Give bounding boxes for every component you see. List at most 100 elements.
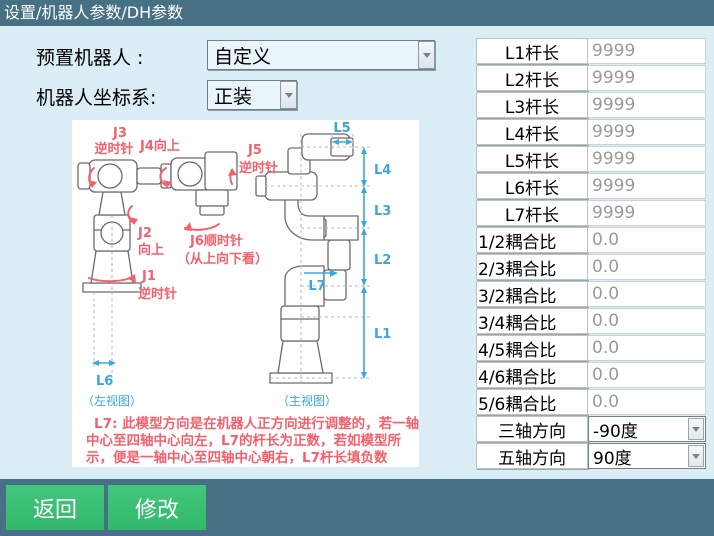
param-value-input[interactable]: 9999 bbox=[588, 146, 706, 172]
diagram-label-j5: J5 bbox=[247, 143, 262, 158]
diagram-label-l2: L2 bbox=[374, 253, 391, 268]
param-value-input[interactable]: 0.0 bbox=[588, 362, 706, 388]
param-value-input[interactable]: 0.0 bbox=[588, 308, 706, 334]
diagram-label-l6: L6 bbox=[96, 374, 113, 389]
param-select-cell[interactable]: 90度 bbox=[588, 443, 706, 469]
diagram-label-j3: J3 bbox=[112, 126, 127, 141]
param-name-cell: L5杆长 bbox=[476, 146, 588, 172]
diagram-view-front-label: （主视图） bbox=[277, 393, 337, 408]
param-name-cell: L6杆长 bbox=[476, 173, 588, 199]
param-value-input[interactable]: 0.0 bbox=[588, 281, 706, 307]
param-value-input[interactable]: 9999 bbox=[588, 173, 706, 199]
coordinate-system-row: 机器人坐标系: bbox=[36, 80, 156, 112]
preset-robot-select[interactable]: 自定义 bbox=[207, 40, 435, 70]
param-value-input[interactable]: 9999 bbox=[588, 65, 706, 91]
back-button[interactable]: 返回 bbox=[6, 485, 104, 530]
diagram-label-j2: J2 bbox=[137, 226, 152, 241]
preset-form: 预置机器人 : 自定义 机器人坐标系: 正装 bbox=[0, 26, 460, 116]
param-name-cell: L2杆长 bbox=[476, 65, 588, 91]
param-value-text: 0.0 bbox=[592, 338, 620, 358]
param-value-input[interactable]: 9999 bbox=[588, 38, 706, 64]
chevron-down-glyph bbox=[692, 453, 700, 459]
param-value-input[interactable]: 9999 bbox=[588, 200, 706, 226]
param-name-cell: L1杆长 bbox=[476, 38, 588, 64]
diagram-label-l1: L1 bbox=[374, 327, 391, 342]
modify-button[interactable]: 修改 bbox=[108, 485, 206, 530]
coordinate-system-select[interactable]: 正装 bbox=[207, 80, 297, 110]
param-name-cell: L4杆长 bbox=[476, 119, 588, 145]
chevron-down-glyph bbox=[284, 92, 293, 98]
param-value-text: 0.0 bbox=[592, 311, 620, 331]
table-row: 三轴方向-90度 bbox=[476, 416, 706, 442]
diagram-view-left-label: （左视图） bbox=[82, 393, 142, 408]
param-value-text: 9999 bbox=[592, 176, 636, 196]
param-name-cell: 2/3耦合比 bbox=[476, 254, 588, 280]
param-name-cell: L7杆长 bbox=[476, 200, 588, 226]
param-value-text: 9999 bbox=[592, 149, 636, 169]
page-title: 设置/机器人参数/DH参数 bbox=[0, 0, 714, 26]
param-name-cell: 1/2耦合比 bbox=[476, 227, 588, 253]
chevron-down-glyph bbox=[422, 52, 431, 58]
chevron-down-icon[interactable] bbox=[688, 418, 704, 440]
diagram-note-line1: L7: 此模型方向是在机器人正方向进行调整的，若一轴 bbox=[94, 415, 419, 432]
chevron-down-icon[interactable] bbox=[418, 41, 435, 69]
param-value-text: 0.0 bbox=[592, 392, 620, 412]
param-name-cell: 三轴方向 bbox=[476, 416, 588, 442]
diagram-label-j4: J4向上 bbox=[139, 138, 180, 154]
param-value-input[interactable]: 0.0 bbox=[588, 254, 706, 280]
param-name-cell: 4/5耦合比 bbox=[476, 335, 588, 361]
param-value-text: 0.0 bbox=[592, 365, 620, 385]
param-value-text: 9999 bbox=[592, 41, 636, 61]
param-value-text: 9999 bbox=[592, 68, 636, 88]
param-select-cell[interactable]: -90度 bbox=[588, 416, 706, 442]
param-value-text: -90度 bbox=[593, 421, 638, 442]
param-value-input[interactable]: 9999 bbox=[588, 119, 706, 145]
diagram-label-j1-dir: 逆时针 bbox=[138, 286, 177, 302]
param-value-input[interactable]: 0.0 bbox=[588, 227, 706, 253]
param-value-text: 9999 bbox=[592, 203, 636, 223]
param-name-cell: L3杆长 bbox=[476, 92, 588, 118]
param-name-cell: 五轴方向 bbox=[476, 443, 588, 469]
chevron-down-icon[interactable] bbox=[688, 445, 704, 467]
robot-dh-diagram: J3 逆时针 J4向上 J5 逆时针 J6顺时针 （从上向下看） J2 向上 J… bbox=[72, 120, 419, 467]
diagram-label-j2-dir: 向上 bbox=[138, 242, 164, 258]
param-value-input[interactable]: 9999 bbox=[588, 92, 706, 118]
footer-bar: 返回 修改 bbox=[0, 479, 714, 536]
diagram-label-l3: L3 bbox=[374, 204, 391, 219]
diagram-label-l4: L4 bbox=[374, 163, 391, 178]
param-value-text: 0.0 bbox=[592, 284, 620, 304]
param-name-cell: 3/4耦合比 bbox=[476, 308, 588, 334]
param-name-cell: 3/2耦合比 bbox=[476, 281, 588, 307]
diagram-label-j3-dir: 逆时针 bbox=[94, 141, 133, 157]
chevron-down-icon[interactable] bbox=[280, 81, 297, 109]
param-value-input[interactable]: 0.0 bbox=[588, 335, 706, 361]
diagram-label-l7: L7 bbox=[308, 279, 325, 294]
param-value-text: 0.0 bbox=[592, 230, 620, 250]
diagram-label-j6-note: （从上向下看） bbox=[177, 251, 268, 267]
param-value-text: 90度 bbox=[593, 448, 632, 469]
diagram-label-j1: J1 bbox=[141, 269, 156, 284]
preset-robot-label: 预置机器人 : bbox=[36, 46, 144, 69]
preset-robot-value: 自定义 bbox=[214, 45, 272, 68]
param-name-cell: 4/6耦合比 bbox=[476, 362, 588, 388]
param-value-text: 9999 bbox=[592, 122, 636, 142]
diagram-note-line3: 示，便是一轴中心至四轴中心朝右，L7杆长填负数 bbox=[86, 449, 388, 466]
diagram-note-line2: 中心至四轴中心向左，L7的杆长为正数，若如模型所 bbox=[86, 432, 401, 449]
param-value-input[interactable]: 0.0 bbox=[588, 389, 706, 415]
param-value-text: 0.0 bbox=[592, 257, 620, 277]
preset-robot-row: 预置机器人 : bbox=[36, 40, 143, 72]
